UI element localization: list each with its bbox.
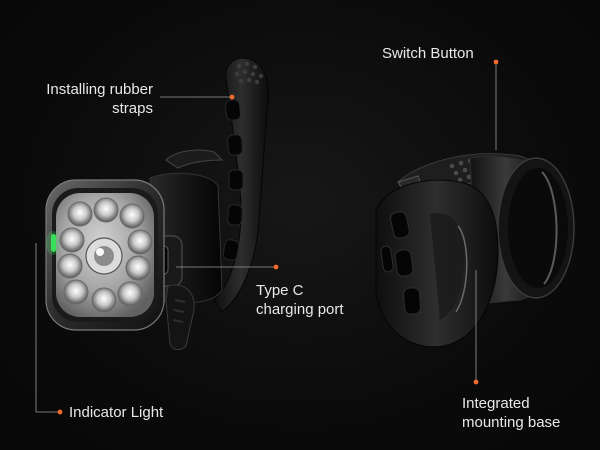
- switch-button-callout: Switch Button: [382, 44, 474, 63]
- front-light-product: [45, 57, 269, 351]
- mounting-base-callout: Integrated mounting base: [462, 394, 560, 432]
- straps-callout: Installing rubber straps: [20, 80, 153, 118]
- indicator-light-callout: Indicator Light: [69, 403, 163, 422]
- straps-callout-line1: Installing rubber: [46, 81, 153, 98]
- indicator-led: [51, 234, 56, 252]
- type-c-callout: Type C charging port: [256, 281, 344, 319]
- type-c-callout-line2: charging port: [256, 301, 344, 318]
- indicator-light-callout-text: Indicator Light: [69, 404, 164, 421]
- mounting-base-callout-line1: Integrated: [462, 395, 530, 412]
- switch-button-callout-text: Switch Button: [382, 45, 474, 62]
- type-c-callout-line1: Type C: [256, 282, 304, 299]
- rear-light-product: [375, 153, 575, 348]
- mounting-base-callout-line2: mounting base: [462, 414, 561, 431]
- straps-callout-line2: straps: [112, 100, 153, 117]
- callout-leaders: [35, 59, 499, 415]
